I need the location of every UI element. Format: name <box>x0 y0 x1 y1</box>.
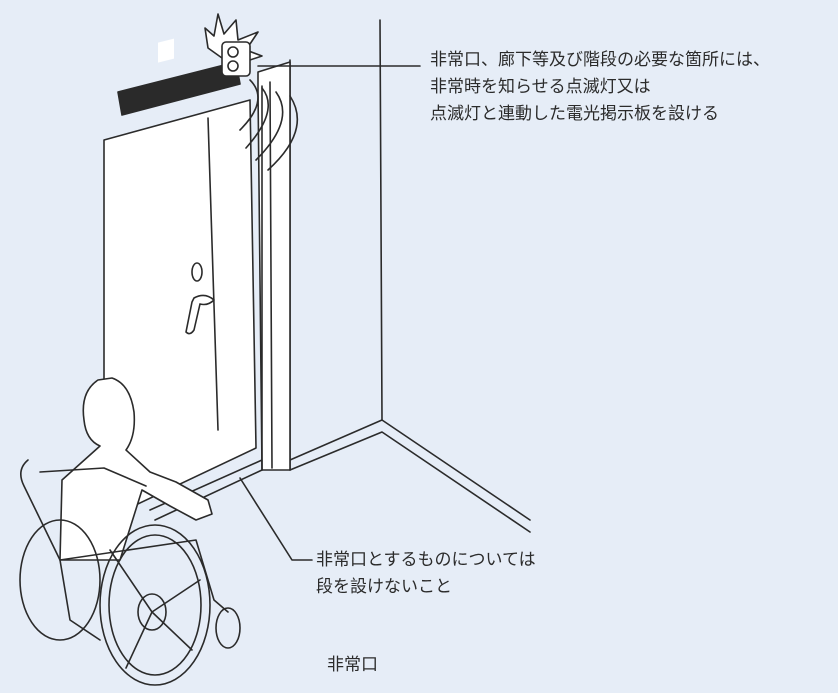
callout-bottom: 非常口とするものについては 段を設けないこと <box>316 547 536 601</box>
flash-ray-4 <box>267 95 299 171</box>
door-edge <box>207 117 219 431</box>
flash-lamp-bottom <box>227 60 239 72</box>
callout-bottom-line-1: 非常口とするものについては <box>316 550 536 570</box>
baseboard <box>289 419 531 533</box>
person-figure <box>59 377 213 561</box>
door-frame <box>257 61 291 471</box>
exit-sign-body <box>117 61 241 116</box>
callout-bottom-leader <box>239 477 313 561</box>
callout-top: 非常口、廊下等及び階段の必要な箇所には、 非常時を知らせる点滅灯又は 点滅灯と連… <box>430 47 770 128</box>
door-handle-lever <box>185 294 215 335</box>
flash-ray-2 <box>245 87 270 149</box>
callout-top-line-1: 非常口、廊下等及び階段の必要な箇所には、 <box>430 50 770 70</box>
figure-caption: 非常口 <box>327 655 378 675</box>
door-handle-escutcheon <box>191 262 203 282</box>
callout-top-line-2: 非常時を知らせる点滅灯又は <box>430 77 651 97</box>
wheelchair-icon <box>19 459 241 686</box>
flash-ray-3 <box>255 91 284 161</box>
exit-sign-runner-box <box>158 38 174 63</box>
callout-top-line-3: 点滅灯と連動した電光掲示板を設ける <box>430 104 719 124</box>
callout-bottom-line-2: 段を設けないこと <box>316 577 452 597</box>
flash-lamp-top <box>227 46 239 58</box>
flash-ray-1 <box>239 79 259 131</box>
door-frame-inner-2 <box>269 81 273 469</box>
wall-corner-line <box>379 19 383 421</box>
